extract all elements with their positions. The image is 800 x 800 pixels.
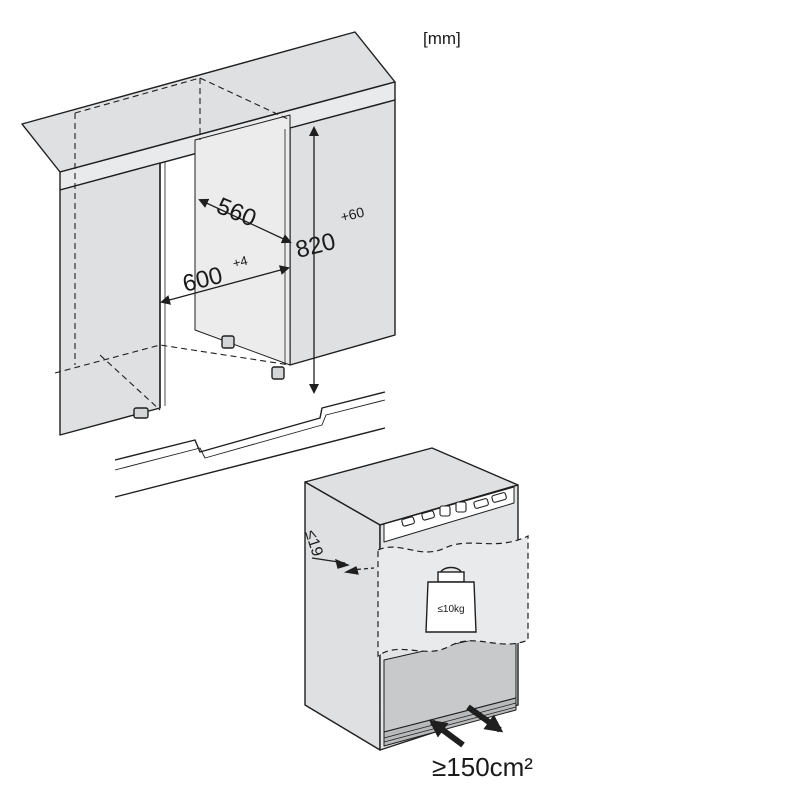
niche-back <box>194 114 291 366</box>
right-cabinet <box>289 99 396 366</box>
control-elements <box>401 492 507 527</box>
air-out-arrow <box>466 704 504 733</box>
weight-icon <box>425 566 477 633</box>
floor-line-1 <box>114 391 386 461</box>
weight-label: ≤10kg <box>437 604 464 615</box>
air-in-arrow <box>428 719 465 748</box>
unit-label: [mm] <box>423 29 461 48</box>
niche-drawing <box>21 31 396 498</box>
niche-hidden-outline <box>54 77 291 411</box>
width-tolerance: +4 <box>231 253 249 271</box>
height-tolerance: +60 <box>339 204 366 225</box>
floor-line-2 <box>114 399 386 471</box>
ventilation-label: ≥150cm² <box>432 752 533 782</box>
gap-indicator <box>311 557 375 575</box>
depth-arrow <box>198 198 292 244</box>
appliance-side <box>304 481 381 751</box>
width-arrow <box>160 265 290 305</box>
